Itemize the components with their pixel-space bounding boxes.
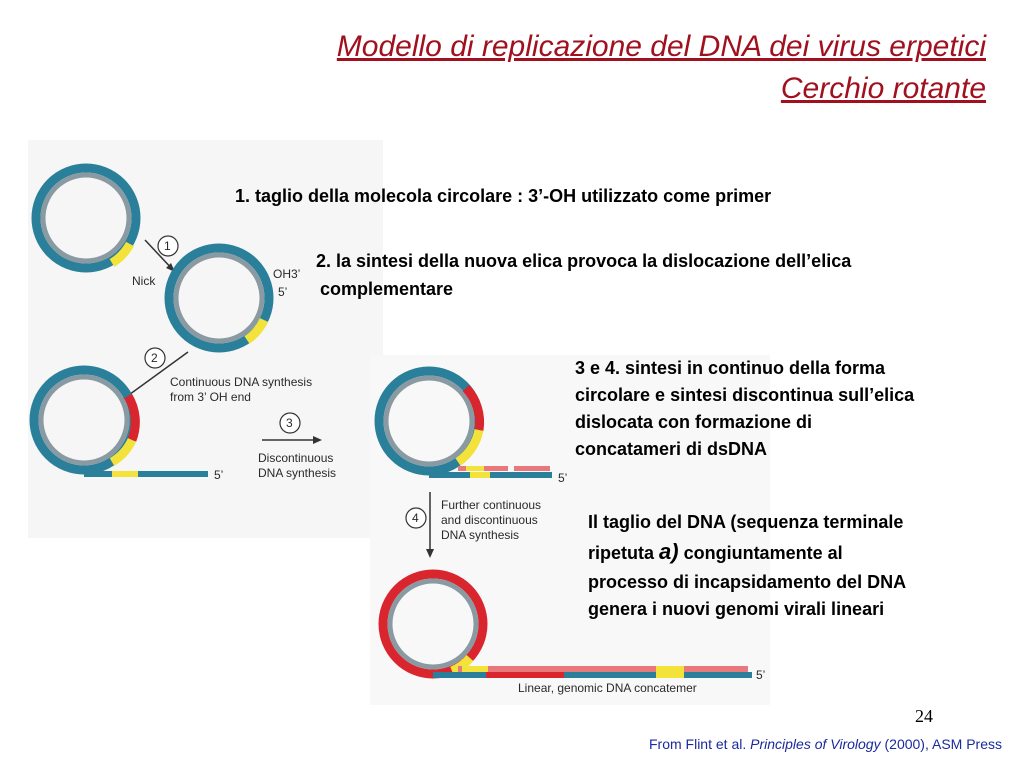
step-4-number: 4 <box>412 511 419 525</box>
step-4-badge <box>405 507 427 529</box>
further-label-2: and discontinuous <box>441 513 538 527</box>
further-label-3: DNA synthesis <box>441 528 519 542</box>
five-prime-label-5: 5’ <box>756 668 765 682</box>
source-credit: From Flint et al. Principles of Virology… <box>649 736 1002 752</box>
oh3-label: OH3’ <box>273 267 300 281</box>
step-34-text-line2: circolare e sintesi discontinua sull’eli… <box>575 385 915 405</box>
further-label-1: Further continuous <box>441 498 541 512</box>
continuous-label-2: from 3’ OH end <box>170 390 251 404</box>
continuous-label-1: Continuous DNA synthesis <box>170 375 312 389</box>
circle-1 <box>31 163 141 273</box>
step-2-badge <box>144 347 166 369</box>
step-5-text-pre: ripetuta <box>588 543 660 563</box>
step-1-badge <box>157 235 179 257</box>
step-34-text-line4: concatameri di dsDNA <box>575 439 768 459</box>
step-5-text-line3: processo di incapsidamento del DNA <box>588 572 907 592</box>
step-34-text-line3: dislocata con formazione di <box>575 412 813 432</box>
arrow-2 <box>121 351 189 401</box>
step-34-text-line1: 3 e 4. sintesi in continuo della forma <box>575 358 886 378</box>
page-number: 24 <box>915 706 933 726</box>
step-2-text-line1: 2. la sintesi della nuova elica provoca … <box>316 251 852 271</box>
credit-pre: From Flint et al. <box>648 736 751 752</box>
step-3-badge <box>279 412 301 434</box>
circle-4 <box>374 366 552 478</box>
discont-label-2: DNA synthesis <box>258 466 336 480</box>
slide-subtitle: Cerchio rotante <box>780 72 986 105</box>
discont-label-1: Discontinuous <box>258 451 333 465</box>
nick-label: Nick <box>132 274 156 288</box>
circle-3 <box>29 365 208 477</box>
credit-book: Principles of Virology <box>750 736 881 752</box>
slide-title: Modello di replicazione del DNA dei viru… <box>336 30 986 63</box>
five-prime-label-2: 5’ <box>278 285 287 299</box>
five-prime-label-3: 5’ <box>214 468 223 482</box>
step-3-number: 3 <box>286 416 293 430</box>
step-5-text-line1: Il taglio del DNA (sequenza terminale <box>588 512 904 532</box>
five-prime-label-4: 5’ <box>558 471 567 485</box>
step-1-number: 1 <box>164 239 171 253</box>
right-panel <box>370 355 770 705</box>
step-5-text-line2: ripetuta a) congiuntamente al <box>588 539 843 566</box>
step-2-text-line2: complementare <box>320 279 454 299</box>
step-1-text: 1. taglio della molecola circolare : 3’-… <box>235 186 772 206</box>
step-5-text-post: congiuntamente al <box>678 543 843 563</box>
linear-concatemer-label: Linear, genomic DNA concatemer <box>518 681 697 695</box>
circle-2 <box>164 243 274 353</box>
step-5-sequence-a: a) <box>659 539 679 564</box>
credit-post: (2000), ASM Press <box>880 736 1002 752</box>
circle-5 <box>378 569 752 679</box>
step-2-number: 2 <box>151 351 158 365</box>
step-5-text-line4: genera i nuovi genomi virali lineari <box>588 599 885 619</box>
